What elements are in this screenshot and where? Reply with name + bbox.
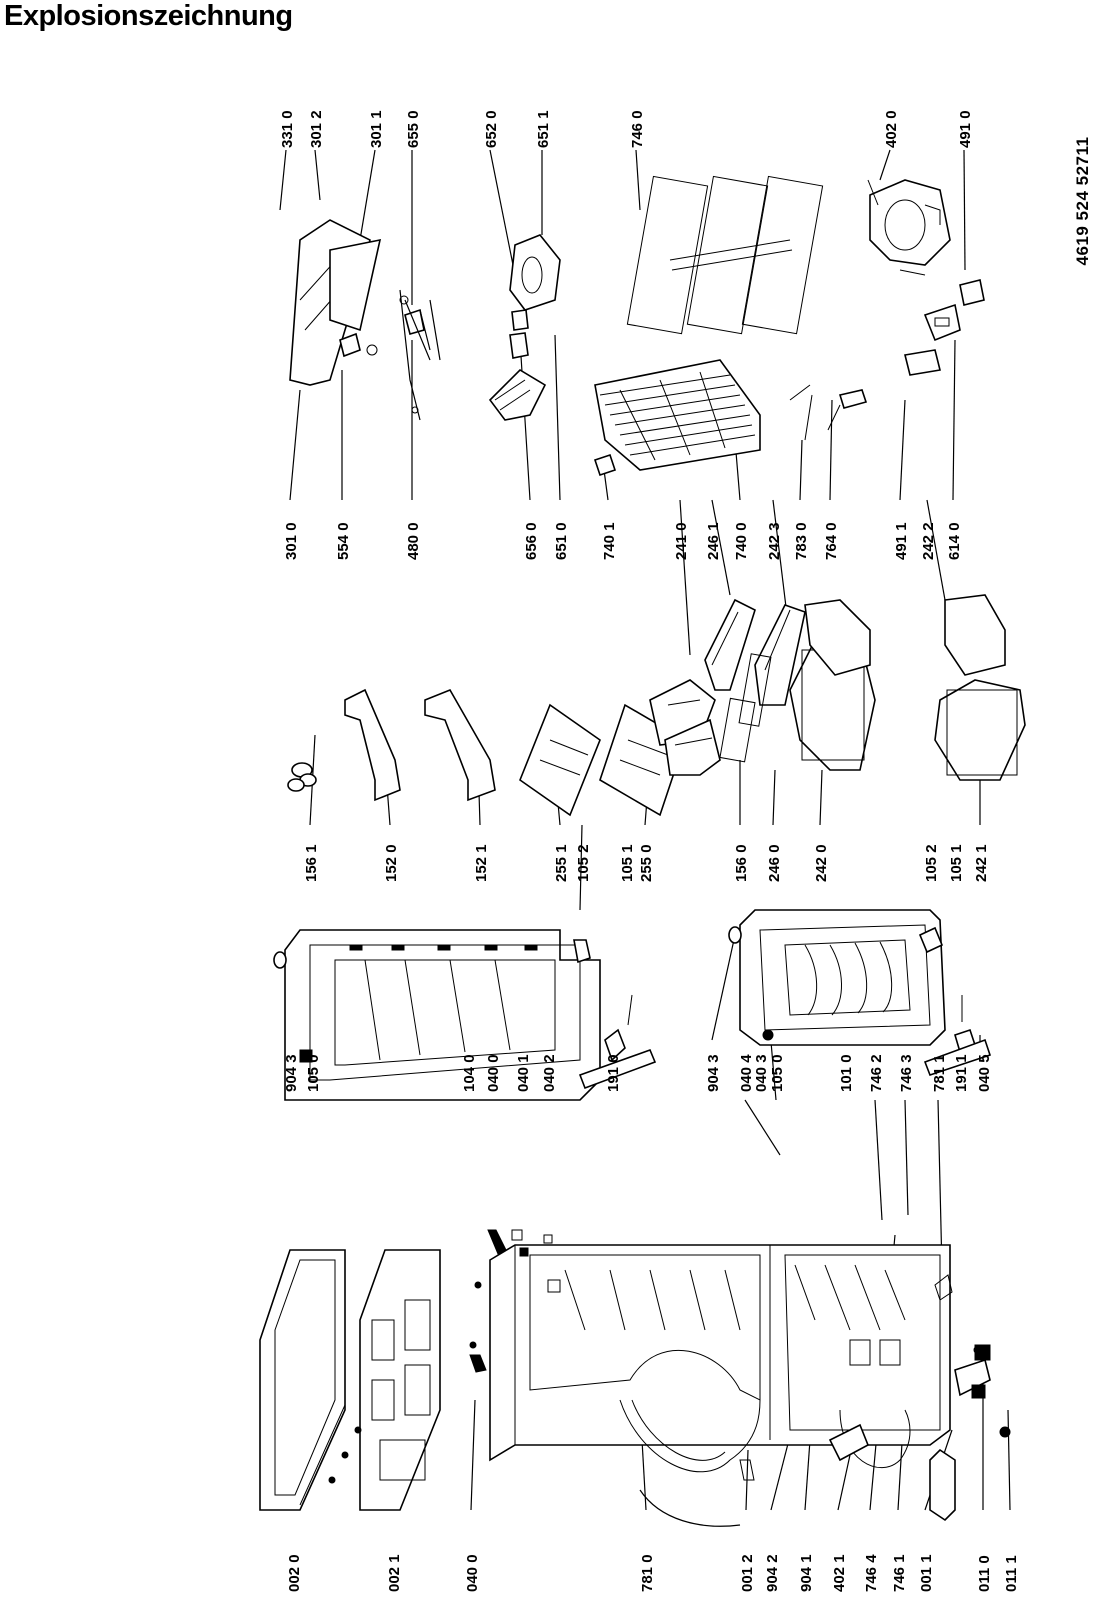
part-label: 740 0 xyxy=(733,522,750,560)
part-label: 783 0 xyxy=(793,522,810,560)
upper-door xyxy=(273,929,657,1101)
lower-door xyxy=(728,909,992,1077)
label-column-2: 904 3 105 0 104 0 040 0 040 1 040 2 191 0 904 3… xyxy=(283,1054,993,1092)
part-label: 904 3 xyxy=(705,1054,722,1092)
part-label: 156 1 xyxy=(303,844,320,882)
part-label: 554 0 xyxy=(335,522,352,560)
part-label: 105 1 xyxy=(948,844,965,882)
part-label: 040 0 xyxy=(464,1554,481,1592)
part-label: 746 1 xyxy=(891,1554,908,1592)
part-label: 105 2 xyxy=(575,844,592,882)
egg-tray xyxy=(287,762,317,792)
part-label: 152 0 xyxy=(383,844,400,882)
wire-shelves xyxy=(626,175,824,335)
part-label: 746 2 xyxy=(868,1054,885,1092)
label-column-5: 331 0 301 2 301 1 655 0 652 0 651 1 746 0 402 0… xyxy=(279,110,974,148)
control-housing xyxy=(289,219,425,386)
part-label: 746 3 xyxy=(898,1054,915,1092)
part-label: 255 0 xyxy=(638,844,655,882)
label-column-4: 301 0 554 0 480 0 656 0 651 0 740 1 241 0 246 1… xyxy=(283,522,963,560)
part-label: 746 0 xyxy=(629,110,646,148)
part-label: 040 3 xyxy=(753,1054,770,1092)
part-label: 040 4 xyxy=(738,1054,755,1092)
top-cover xyxy=(259,1249,346,1511)
freezer-parts xyxy=(828,1274,953,1462)
part-label: 764 0 xyxy=(823,522,840,560)
part-label: 105 0 xyxy=(305,1054,322,1092)
part-label: 491 1 xyxy=(893,522,910,560)
part-label: 255 1 xyxy=(553,844,570,882)
compressor xyxy=(867,179,951,276)
part-label: 655 0 xyxy=(405,110,422,148)
part-label: 105 2 xyxy=(923,844,940,882)
part-label: 040 5 xyxy=(976,1054,993,1092)
part-label: 656 0 xyxy=(523,522,540,560)
part-label: 156 0 xyxy=(733,844,750,882)
part-label: 242 1 xyxy=(973,844,990,882)
lamp-assembly xyxy=(488,234,561,421)
part-label: 001 2 xyxy=(739,1554,756,1592)
part-label: 652 0 xyxy=(483,110,500,148)
part-label: 105 1 xyxy=(619,844,636,882)
part-label: 246 1 xyxy=(705,522,722,560)
part-label: 011 0 xyxy=(976,1555,993,1592)
evaporator xyxy=(593,359,868,477)
screws-top xyxy=(328,1281,482,1484)
door-shelves xyxy=(287,679,721,817)
cabinet-body xyxy=(489,1244,951,1473)
part-label: 301 1 xyxy=(368,110,385,148)
part-label: 904 1 xyxy=(798,1554,815,1592)
part-label: 402 0 xyxy=(883,110,900,148)
drain-hose xyxy=(639,1459,755,1527)
part-label: 002 0 xyxy=(286,1554,303,1592)
part-label: 191 0 xyxy=(605,1054,622,1092)
part-label: 651 1 xyxy=(535,110,552,148)
freezer-baskets xyxy=(704,594,1026,781)
page-title: Explosionszeichnung xyxy=(4,0,293,32)
part-label: 101 0 xyxy=(838,1054,855,1092)
part-label: 040 2 xyxy=(541,1054,558,1092)
part-label: 001 1 xyxy=(918,1554,935,1592)
hinge-bottom xyxy=(929,1345,1011,1522)
glass-shelf xyxy=(519,703,601,817)
part-label: 105 0 xyxy=(769,1054,786,1092)
part-label: 040 0 xyxy=(485,1054,502,1092)
part-label: 331 0 xyxy=(279,110,296,148)
crisper-boxes xyxy=(649,679,721,776)
relay-parts xyxy=(904,279,985,376)
cover-frame xyxy=(359,1249,441,1511)
part-label: 104 0 xyxy=(461,1054,478,1092)
part-label: 480 0 xyxy=(405,522,422,560)
part-label: 781 1 xyxy=(931,1054,948,1092)
part-label: 904 3 xyxy=(283,1054,300,1092)
part-label: 242 2 xyxy=(920,522,937,560)
part-label: 301 2 xyxy=(308,110,325,148)
part-label: 491 0 xyxy=(957,110,974,148)
part-label: 651 0 xyxy=(553,522,570,560)
part-label: 242 0 xyxy=(813,844,830,882)
feet xyxy=(974,1344,991,1361)
part-label: 152 1 xyxy=(473,844,490,882)
part-label: 246 0 xyxy=(766,844,783,882)
hinge-top xyxy=(469,1229,553,1373)
part-label: 402 1 xyxy=(831,1554,848,1592)
part-label: 904 2 xyxy=(764,1554,781,1592)
part-label: 011 1 xyxy=(1003,1555,1020,1592)
part-label: 740 1 xyxy=(601,522,618,560)
part-label: 746 4 xyxy=(863,1554,880,1592)
part-label: 301 0 xyxy=(283,522,300,560)
part-label: 191 1 xyxy=(953,1054,970,1092)
part-label: 002 1 xyxy=(386,1554,403,1592)
part-label: 614 0 xyxy=(946,522,963,560)
part-label: 781 0 xyxy=(639,1554,656,1592)
label-column-1: 002 0 002 1 040 0 781 0 001 2 904 2 904 1 402 1… xyxy=(286,1554,1020,1592)
wiring-harness xyxy=(399,289,441,421)
part-label: 040 1 xyxy=(515,1054,532,1092)
part-label: 242 3 xyxy=(766,522,783,560)
part-label: 241 0 xyxy=(673,522,690,560)
